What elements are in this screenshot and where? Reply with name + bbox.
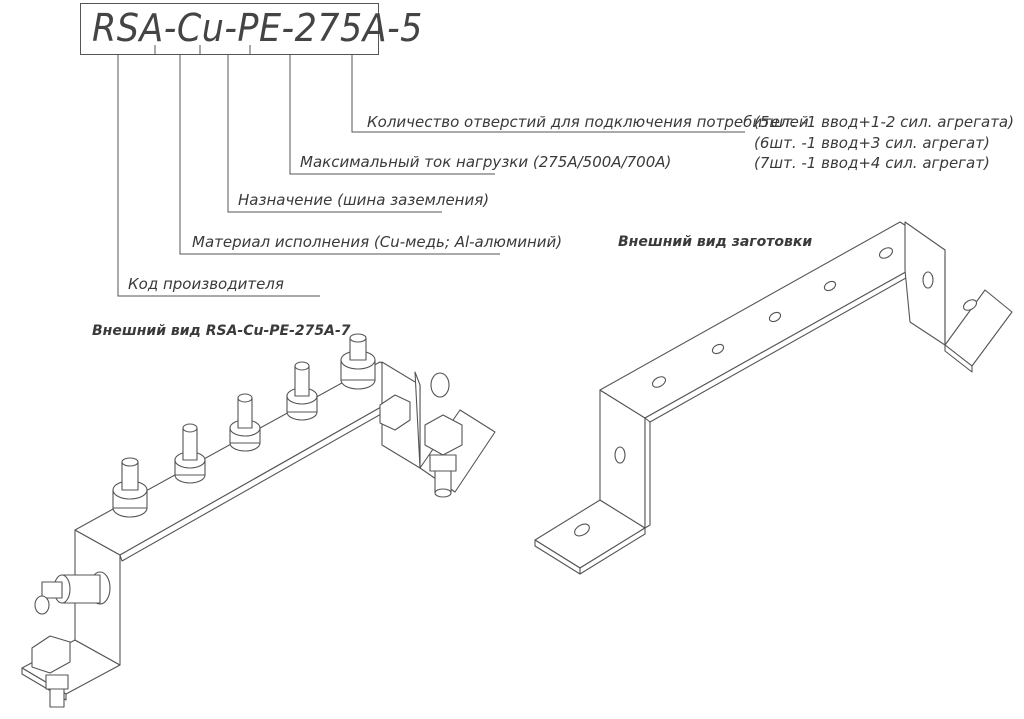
product-code: RSA-Cu-PE-275A-5 bbox=[92, 6, 423, 50]
callout-holes: Количество отверстий для подключения пот… bbox=[367, 113, 809, 131]
assembled-busbar-drawing bbox=[21, 333, 496, 708]
callout-current: Максимальный ток нагрузки (275A/500A/700… bbox=[300, 153, 672, 171]
callout-purpose: Назначение (шина заземления) bbox=[238, 191, 490, 209]
caption-blank: Внешний вид заготовки bbox=[618, 234, 813, 250]
leader-current bbox=[289, 55, 495, 175]
holes-note-5: (5шт. -1 ввод+1-2 сил. агрегата) bbox=[754, 113, 1014, 131]
right-bolt-upper bbox=[379, 372, 450, 431]
right-bolt-lower bbox=[424, 414, 463, 498]
caption-assembled: Внешний вид RSA-Cu-PE-275A-7 bbox=[92, 323, 351, 339]
product-code-box bbox=[80, 3, 379, 55]
holes-note-6: (6шт. -1 ввод+3 сил. агрегат) bbox=[754, 134, 990, 152]
stud-5 bbox=[340, 333, 376, 390]
stud-3 bbox=[229, 393, 261, 452]
foot-bolt bbox=[31, 635, 71, 708]
leader-holes bbox=[351, 55, 745, 133]
stud-2 bbox=[174, 423, 206, 484]
leader-maker bbox=[117, 55, 320, 297]
stud-4 bbox=[286, 361, 318, 421]
leader-purpose bbox=[227, 55, 442, 213]
stud-1 bbox=[112, 457, 148, 518]
holes-note-7: (7шт. -1 ввод+4 сил. агрегат) bbox=[754, 154, 990, 172]
callout-maker: Код производителя bbox=[128, 275, 284, 293]
callout-material: Материал исполнения (Cu-медь; Al-алюмини… bbox=[192, 233, 563, 251]
left-side-stud bbox=[34, 571, 111, 615]
blank-busbar-drawing bbox=[534, 221, 1013, 575]
leader-material bbox=[179, 55, 500, 255]
